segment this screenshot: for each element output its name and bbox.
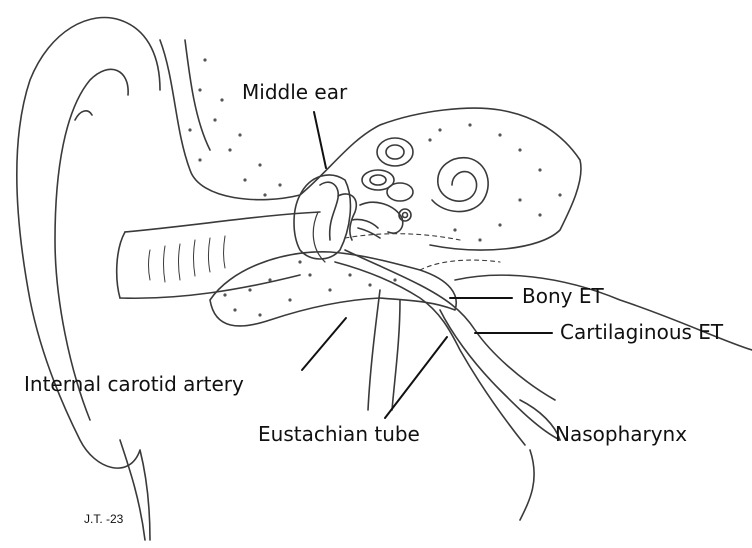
ear-canal-bottom: [120, 275, 300, 298]
helix-curl: [75, 111, 92, 120]
leader-internal-carotid: [302, 318, 346, 370]
eustachian-tube-mid: [440, 310, 560, 440]
ear-canal-top: [125, 212, 320, 232]
auricle-inner-fold: [55, 69, 128, 420]
malleus: [320, 182, 338, 240]
internal-carotid-artery: [368, 290, 380, 410]
stapes: [352, 219, 380, 238]
ear-canal-shading: [149, 236, 226, 282]
temporal-bone-lower: [210, 252, 456, 326]
eustachian-tube-lower: [335, 262, 525, 445]
ear-canal-end: [117, 232, 125, 298]
label-cartilaginous-et: Cartilaginous ET: [560, 320, 723, 344]
label-nasopharynx: Nasopharynx: [555, 422, 687, 446]
leader-eustachian-tube: [385, 337, 447, 418]
temporal-bone-upper: [160, 40, 581, 250]
artist-signature: J.T. -23: [84, 512, 123, 526]
auricle-outline: [17, 18, 160, 541]
label-internal-carotid-artery: Internal carotid artery: [24, 372, 244, 396]
vestibule: [360, 202, 403, 233]
semicircular-canal-1: [377, 138, 413, 166]
label-bony-et: Bony ET: [522, 284, 604, 308]
leader-middle-ear: [314, 112, 326, 168]
label-eustachian-tube: Eustachian tube: [258, 422, 420, 446]
tympanic-membrane: [313, 212, 325, 262]
cochlea: [432, 158, 488, 212]
label-middle-ear: Middle ear: [242, 80, 347, 104]
middle-ear-cavity: [294, 175, 350, 259]
semicircular-canal-3: [387, 183, 413, 201]
